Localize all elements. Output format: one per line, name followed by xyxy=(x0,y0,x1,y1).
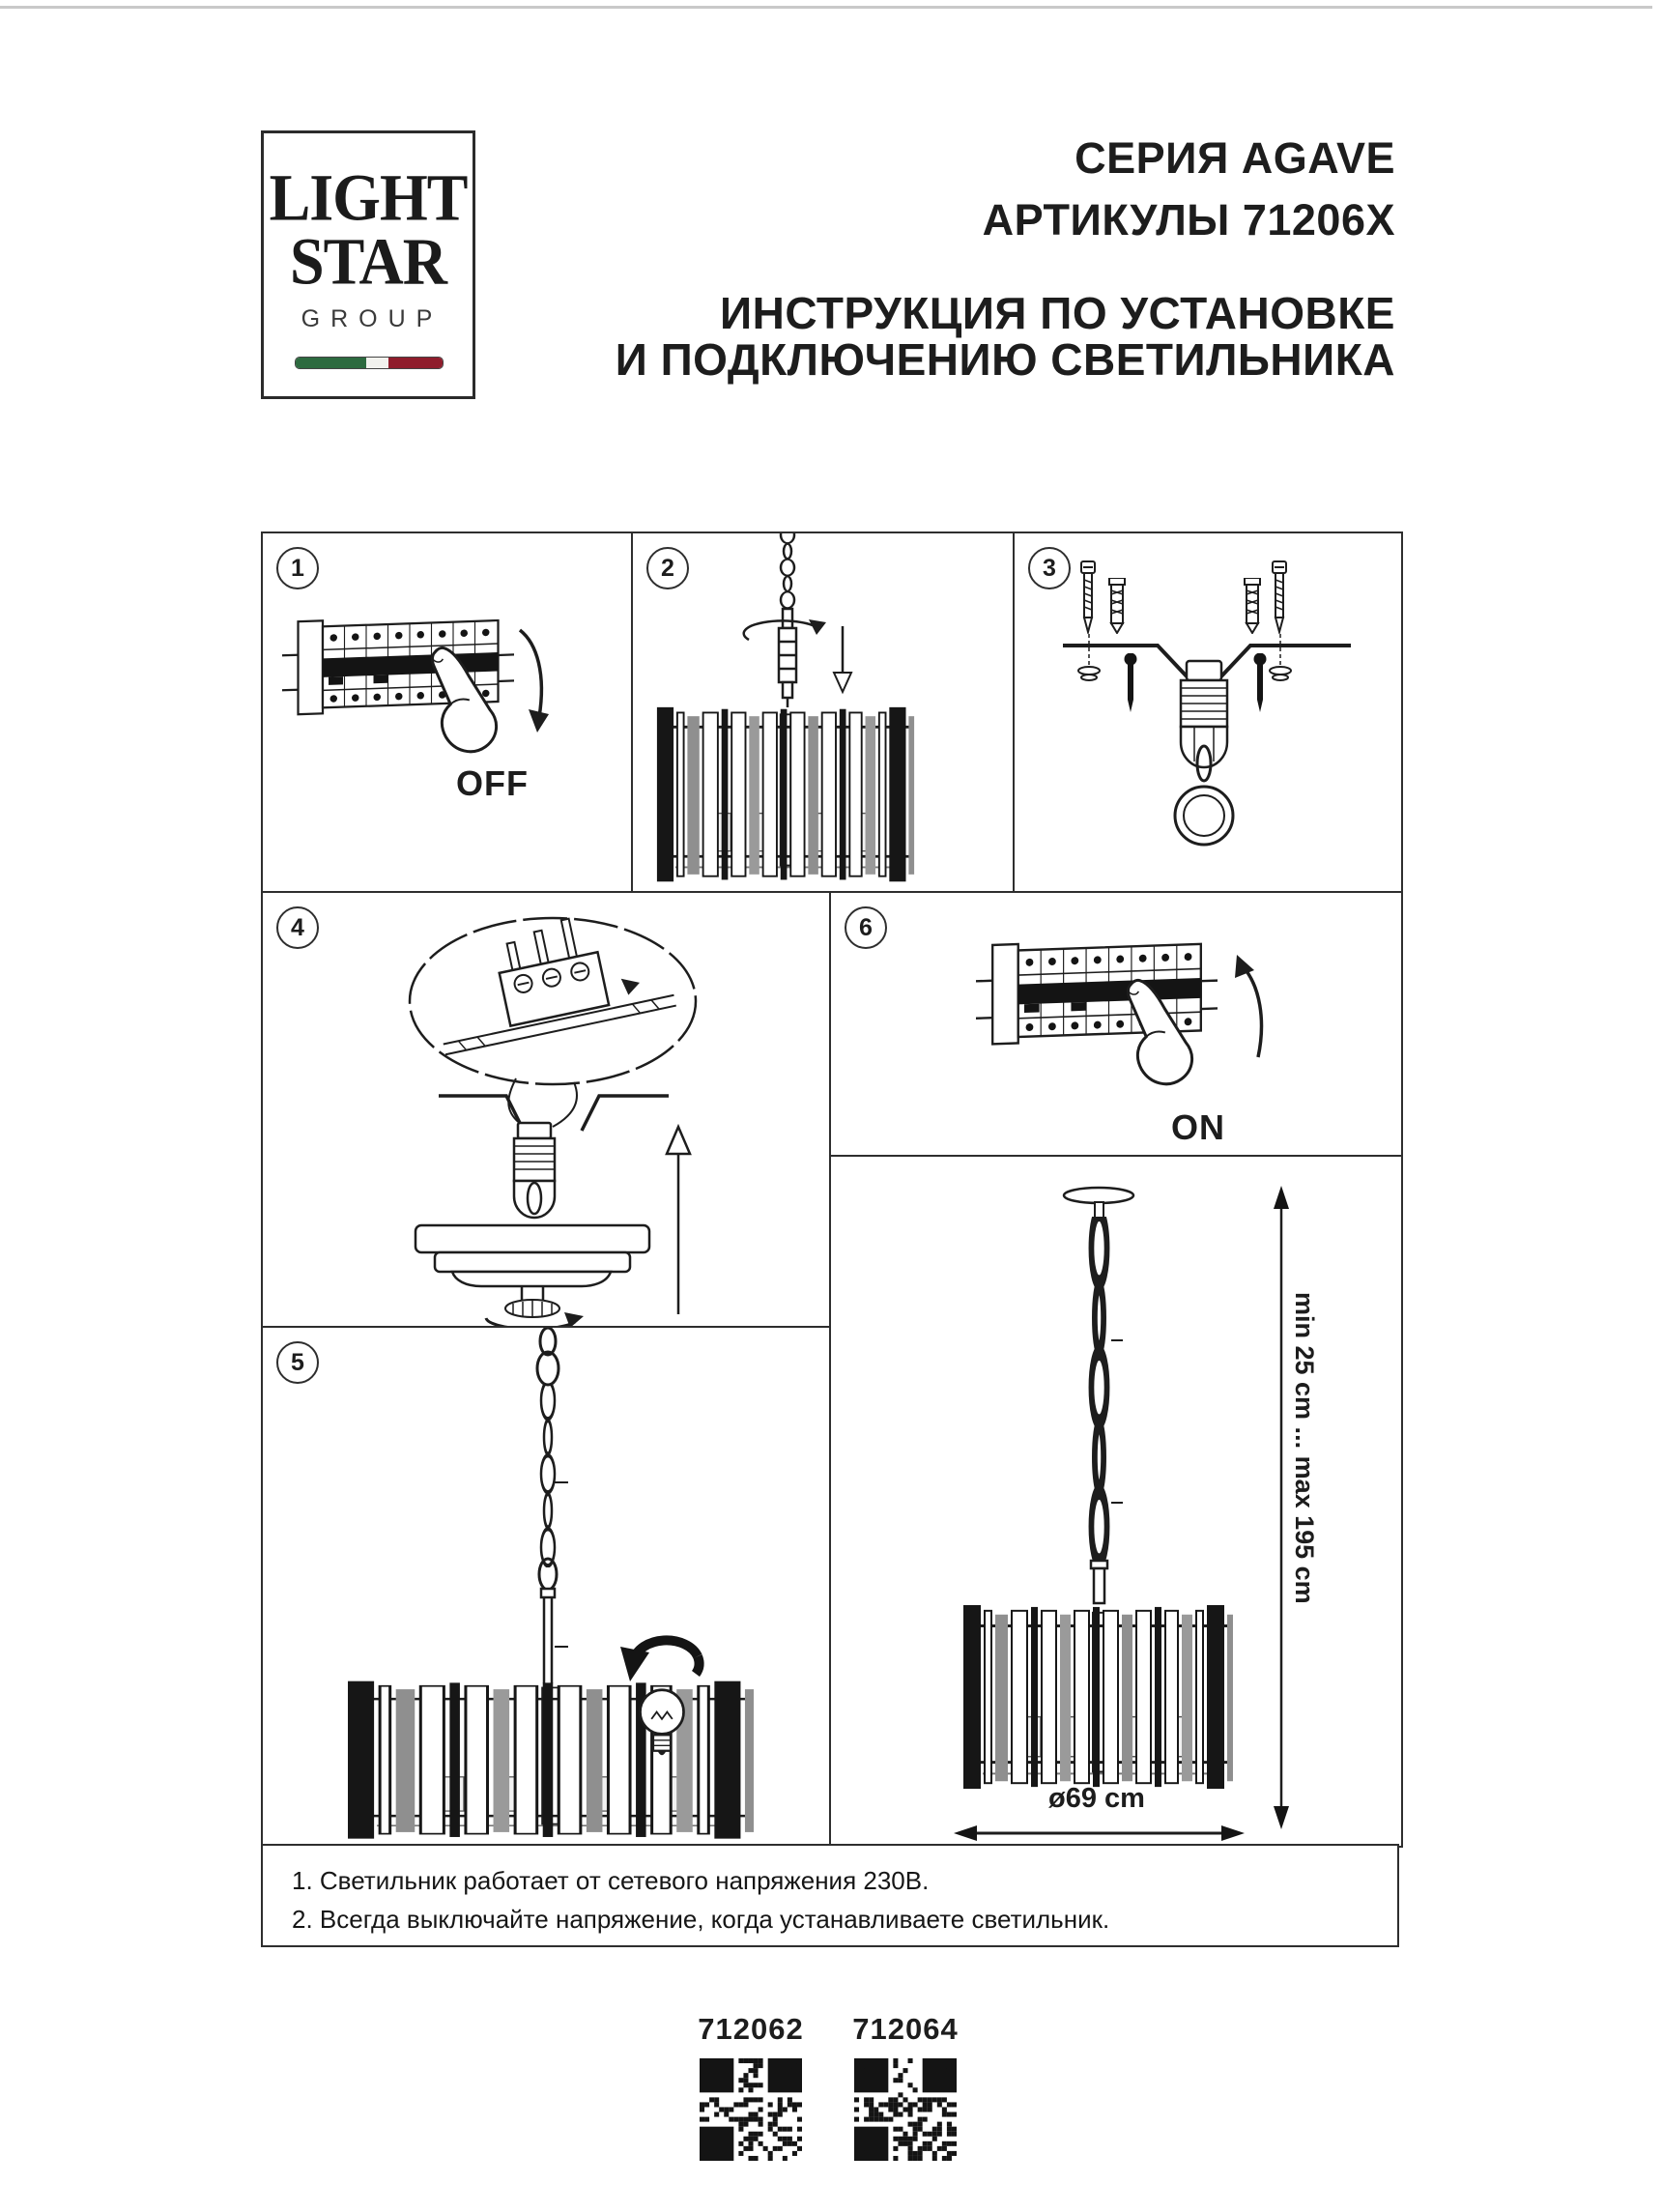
step5-drawing xyxy=(263,1328,831,1846)
washer-nut xyxy=(1077,666,1292,681)
suspension-rod xyxy=(1089,1559,1109,1605)
product-712064: 712064 xyxy=(843,2012,968,2161)
rotate-arrow-icon xyxy=(484,1312,584,1328)
note-line-1: 1. Светильник работает от сетевого напря… xyxy=(292,1866,930,1895)
chain xyxy=(779,533,796,609)
suspension-rod xyxy=(539,1587,557,1683)
scan-artifact-line xyxy=(0,6,1652,9)
step-number: 2 xyxy=(661,554,674,582)
step-number-badge: 1 xyxy=(276,547,319,589)
step-number-badge: 3 xyxy=(1028,547,1071,589)
step-panel-5: 5 xyxy=(261,1326,833,1848)
flag-green xyxy=(296,358,366,368)
mounting-bracket xyxy=(1063,644,1351,680)
step-panel-3: 3 xyxy=(1013,531,1403,895)
canopy xyxy=(414,1223,651,1318)
diameter-label: ø69 cm xyxy=(1048,1783,1145,1814)
lightstar-logo: LIGHT STAR GROUP xyxy=(261,130,475,399)
off-label: OFF xyxy=(456,763,529,803)
arrow-up-icon xyxy=(1235,955,1264,1058)
screw-icon xyxy=(1080,560,1096,633)
instruction-title-line2: И ПОДКЛЮЧЕНИЮ СВЕТИЛЬНИКА xyxy=(615,334,1395,385)
instruction-title: ИНСТРУКЦИЯ ПО УСТАНОВКЕ И ПОДКЛЮЧЕНИЮ СВ… xyxy=(616,290,1395,383)
instruction-title-line1: ИНСТРУКЦИЯ ПО УСТАНОВКЕ xyxy=(720,288,1395,338)
step2-drawing xyxy=(655,533,916,883)
product-code: 712062 xyxy=(698,2012,804,2046)
series-title: СЕРИЯ AGAVE xyxy=(1075,133,1395,183)
step1-drawing xyxy=(282,613,549,761)
step-panel-2: 2 xyxy=(631,531,1017,895)
chandelier-drum xyxy=(961,1603,1235,1791)
wall-anchor-icon xyxy=(1108,578,1126,634)
ceiling-cap xyxy=(1062,1186,1135,1219)
callout-balloon xyxy=(408,916,698,1086)
product-code: 712064 xyxy=(852,2012,959,2046)
rotate-arrow-icon xyxy=(742,619,826,642)
dimensions-drawing xyxy=(954,1186,1289,1841)
dimensions-panel: min 25 cm ... max 195 cm ø69 cm xyxy=(829,1155,1403,1848)
wall-anchor-icon xyxy=(1244,578,1261,634)
on-label: ON xyxy=(1171,1107,1225,1147)
step-number-badge: 4 xyxy=(276,906,319,949)
step3-drawing xyxy=(1063,560,1351,847)
notes-box: 1. Светильник работает от сетевого напря… xyxy=(261,1844,1399,1947)
chandelier-drum xyxy=(655,705,916,883)
step-number-badge: 6 xyxy=(845,906,887,949)
flag-white xyxy=(365,358,388,368)
ceiling-bracket xyxy=(439,1094,669,1220)
step-number-badge: 5 xyxy=(276,1341,319,1384)
arrow-up-icon xyxy=(665,1123,692,1314)
flag-red xyxy=(387,358,443,368)
step4-drawing xyxy=(408,916,698,1328)
italian-flag-bar xyxy=(295,357,444,369)
height-dimension-arrow xyxy=(1274,1186,1289,1829)
step-number: 1 xyxy=(291,554,304,582)
alignment-lines xyxy=(1088,634,1281,665)
note-line-2: 2. Всегда выключайте напряжение, когда у… xyxy=(292,1905,1110,1934)
chain xyxy=(1091,1214,1106,1562)
chandelier-drum xyxy=(348,1681,754,1839)
threaded-coupler xyxy=(1179,659,1229,769)
step-number: 3 xyxy=(1043,554,1056,582)
screw-icon xyxy=(1272,560,1287,633)
step-panel-1: 1 OFF xyxy=(261,531,635,895)
logo-word-group: GROUP xyxy=(301,305,444,332)
header: СЕРИЯ AGAVE АРТИКУЛЫ 71206X ИНСТРУКЦИЯ П… xyxy=(616,128,1395,383)
chain-links xyxy=(1173,744,1235,847)
step-panel-4: 4 xyxy=(261,891,833,1330)
height-range-label: min 25 cm ... max 195 cm xyxy=(1290,1292,1319,1604)
step-number: 6 xyxy=(859,913,873,941)
logo-word-light: LIGHT xyxy=(269,160,469,235)
articles-line: АРТИКУЛЫ 71206X xyxy=(982,195,1395,244)
black-screw-icon xyxy=(1253,653,1267,712)
circuit-breaker xyxy=(976,935,1218,1047)
suspension-rod xyxy=(777,607,798,707)
screw-bulb-arrow-icon xyxy=(620,1635,704,1681)
qr-code xyxy=(854,2058,957,2161)
step6-drawing xyxy=(976,935,1264,1093)
hook-links xyxy=(535,1328,560,1387)
step-number: 5 xyxy=(291,1348,304,1376)
diameter-dimension-arrow xyxy=(954,1825,1245,1841)
step-number: 4 xyxy=(291,913,304,941)
step-panel-6: 6 ON xyxy=(829,891,1403,1159)
qr-code xyxy=(700,2058,802,2161)
black-screw-icon xyxy=(1124,653,1137,712)
arrow-down-icon xyxy=(518,628,549,733)
logo-word-star: STAR xyxy=(290,224,447,299)
arrow-down-icon xyxy=(832,626,853,695)
terminal-block-detail xyxy=(443,917,676,1056)
chain xyxy=(541,1382,555,1566)
product-712062: 712062 xyxy=(688,2012,814,2161)
step-number-badge: 2 xyxy=(646,547,689,589)
